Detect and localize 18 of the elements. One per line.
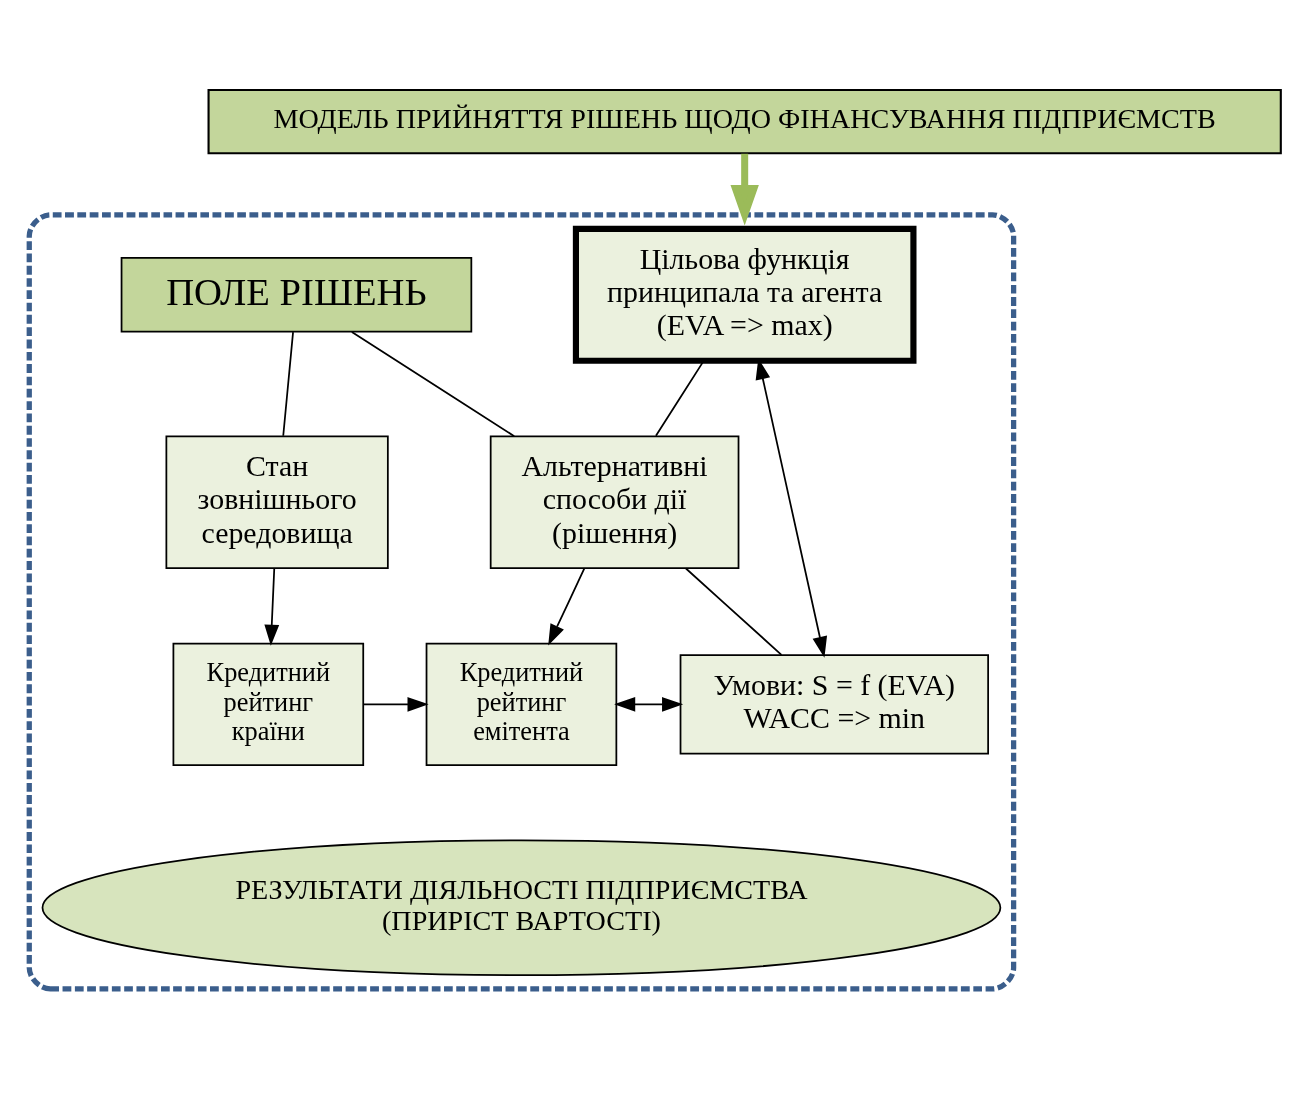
arrow [548, 567, 586, 646]
node-box: Стан зовнішнього середовища [165, 435, 389, 570]
node-box: ПОЛЕ РІШЕНЬ [120, 257, 473, 333]
node-box: Альтернативні способи дії (рішення) [489, 435, 740, 570]
arrow [264, 567, 280, 646]
connector [685, 567, 783, 656]
arrow [362, 696, 429, 712]
connector [282, 331, 294, 437]
node-ellipse: РЕЗУЛЬТАТИ ДІЯЛЬНОСТІ ПІДПРИЄМСТВА (ПРИРІСТ ВАРТОСТІ) [41, 839, 1002, 977]
node-box: Кредитний рейтинг емітента [425, 642, 618, 766]
node-box: Умови: S = f (EVA) WACC => min [679, 654, 989, 755]
node-box: Цільова функція принципала та агента (EVA => max) [572, 225, 917, 364]
node-box: МОДЕЛЬ ПРИЙНЯТТЯ РІШЕНЬ ЩОДО ФІНАНСУВАННЯ ПІДПРИЄМСТВ [207, 88, 1282, 155]
cluster [26, 212, 1017, 992]
connector [351, 331, 516, 437]
node-box: Кредитний рейтинг країни [172, 642, 365, 766]
connector [655, 360, 705, 437]
arrow [614, 696, 684, 712]
